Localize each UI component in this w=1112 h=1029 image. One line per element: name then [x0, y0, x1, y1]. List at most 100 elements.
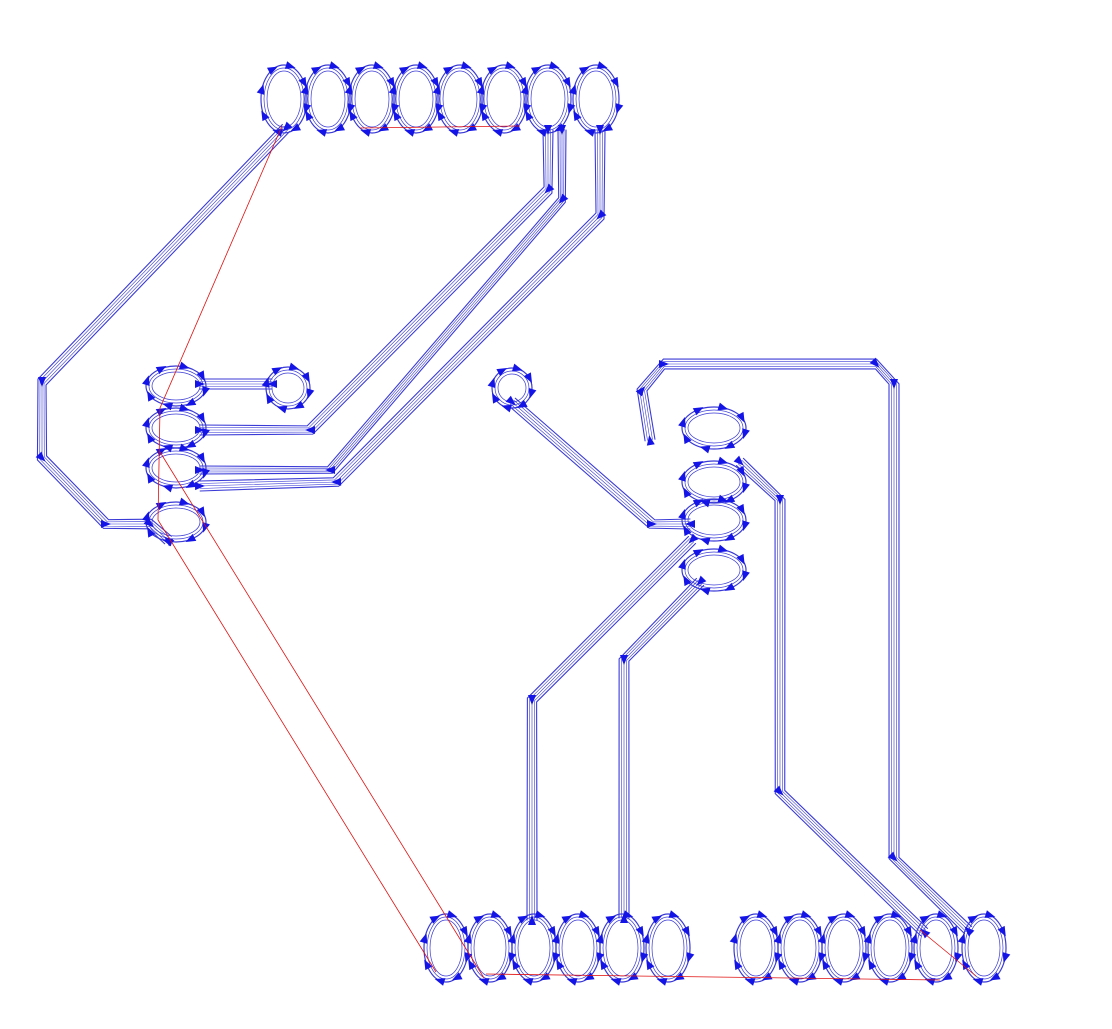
rapid-move-layer — [157, 125, 977, 981]
direction-arrow — [468, 959, 477, 971]
trace-top6-to-lefthdr2 — [199, 129, 554, 436]
trace-righthdr2-to-bottomright4-pass — [739, 461, 925, 933]
top-connector-pad-5 — [436, 64, 484, 134]
direction-arrow-layer — [35, 61, 1011, 986]
right-header-pad-1-ring — [681, 406, 747, 450]
direction-arrow — [678, 471, 686, 482]
trace-top1-to-lefthdr4 — [36, 123, 291, 545]
direction-arrow — [178, 443, 190, 452]
top-connector-pad-8-ring — [572, 64, 620, 134]
direction-arrow — [583, 972, 595, 981]
trace-top1-to-lefthdr4-pass — [45, 130, 291, 537]
direction-arrow — [699, 499, 711, 508]
direction-arrow — [536, 129, 548, 137]
direction-arrow — [300, 84, 309, 95]
direction-arrow — [316, 129, 328, 137]
direction-arrow — [155, 447, 167, 457]
direction-arrow — [692, 461, 704, 470]
direction-arrow — [596, 125, 604, 135]
direction-arrow — [466, 123, 478, 132]
bottom-right-connector-pad-4-ring — [867, 913, 913, 983]
direction-arrow — [360, 129, 372, 137]
bottom-left-connector-pad-2-ring — [473, 919, 507, 977]
direction-arrow — [464, 952, 473, 963]
bottom-right-connector-pad-2-ring — [780, 916, 820, 980]
direction-arrow — [742, 520, 750, 531]
direction-arrow — [496, 367, 508, 377]
bottom-right-connector-pad-4-ring — [873, 919, 907, 977]
bottom-left-connector-pad-3-ring — [517, 919, 551, 977]
left-header-pad-4-ring — [148, 504, 204, 540]
direction-arrow — [416, 61, 428, 69]
top-connector-pad-1-ring — [260, 64, 308, 134]
direction-arrow — [717, 456, 729, 465]
trace-top8-to-lefthdr3b — [199, 129, 606, 492]
direction-arrow — [35, 451, 46, 462]
direction-arrow — [635, 386, 646, 397]
direction-arrow — [342, 76, 351, 88]
direction-arrow — [476, 84, 485, 95]
top-connector-pad-3-ring — [348, 64, 396, 134]
direction-arrow — [178, 361, 190, 370]
direction-arrow — [202, 521, 210, 533]
bottom-left-connector-pad-5-ring — [599, 913, 645, 983]
direction-arrow — [957, 933, 966, 944]
direction-arrow — [967, 915, 979, 924]
trace-righthdr4-to-bottomleft5 — [618, 577, 705, 919]
top-connector-pad-8-ring — [578, 70, 614, 128]
direction-arrow — [678, 417, 686, 428]
direction-arrow — [832, 978, 844, 986]
direction-arrow — [512, 959, 521, 971]
direction-arrow — [596, 61, 608, 69]
direction-arrow — [920, 928, 931, 939]
direction-arrow — [778, 959, 787, 971]
direction-arrow — [261, 110, 270, 122]
direction-arrow — [432, 84, 441, 95]
trace-righthdr4-to-bottomleft5-pass — [618, 577, 697, 919]
direction-arrow — [584, 129, 596, 137]
top-connector-pad-1-ring — [266, 70, 302, 128]
trace-lefthdr1-to-pad — [199, 378, 273, 390]
direction-arrow — [605, 915, 617, 924]
direction-arrow — [530, 66, 542, 75]
direction-arrow — [463, 933, 472, 944]
middle-single-pad-ring — [497, 373, 527, 403]
top-connector-pad-4-ring — [395, 67, 437, 131]
bottom-left-connector-pad-4-ring — [561, 919, 595, 977]
direction-arrow — [147, 472, 156, 484]
direction-arrow — [827, 915, 839, 924]
direction-arrow — [372, 61, 384, 69]
top-connector-pad-2-ring — [307, 67, 349, 131]
left-header-pad-4-ring — [151, 507, 201, 537]
left-single-pad-ring — [271, 372, 305, 404]
bottom-left-connector-pad-2-ring — [467, 913, 513, 983]
bottom-left-connector-pad-5-ring — [602, 916, 642, 980]
top-connector-pad-2-ring — [304, 64, 352, 134]
top-connector-pad-5-ring — [436, 64, 484, 134]
direction-arrow — [863, 933, 872, 944]
direction-arrow — [724, 532, 736, 541]
left-single-pad-ring — [265, 366, 311, 410]
direction-arrow — [501, 404, 513, 413]
direction-arrow — [266, 66, 278, 75]
direction-arrow — [544, 125, 552, 135]
direction-arrow — [301, 371, 310, 383]
bottom-right-connector-pad-4 — [867, 913, 913, 983]
direction-arrow — [941, 972, 953, 981]
direction-arrow — [528, 915, 536, 925]
right-header-pad-2-ring — [684, 463, 744, 501]
top-connector-pad-1-ring — [263, 67, 305, 131]
direction-arrow — [490, 910, 502, 918]
left-single-pad — [265, 366, 311, 410]
middle-single-pad-ring — [494, 370, 530, 406]
direction-arrow — [578, 910, 590, 918]
top-connector-pad-3 — [348, 64, 396, 134]
direction-arrow — [267, 380, 277, 388]
bottom-right-connector-pad-4-ring — [870, 916, 910, 980]
direction-arrow — [288, 362, 300, 371]
direction-arrow — [516, 399, 528, 409]
bottom-right-connector-pad-5-ring — [913, 913, 959, 983]
direction-arrow — [890, 379, 898, 389]
trace-top1-to-lefthdr4-pass — [43, 129, 289, 539]
top-connector-pad-6 — [480, 64, 528, 134]
